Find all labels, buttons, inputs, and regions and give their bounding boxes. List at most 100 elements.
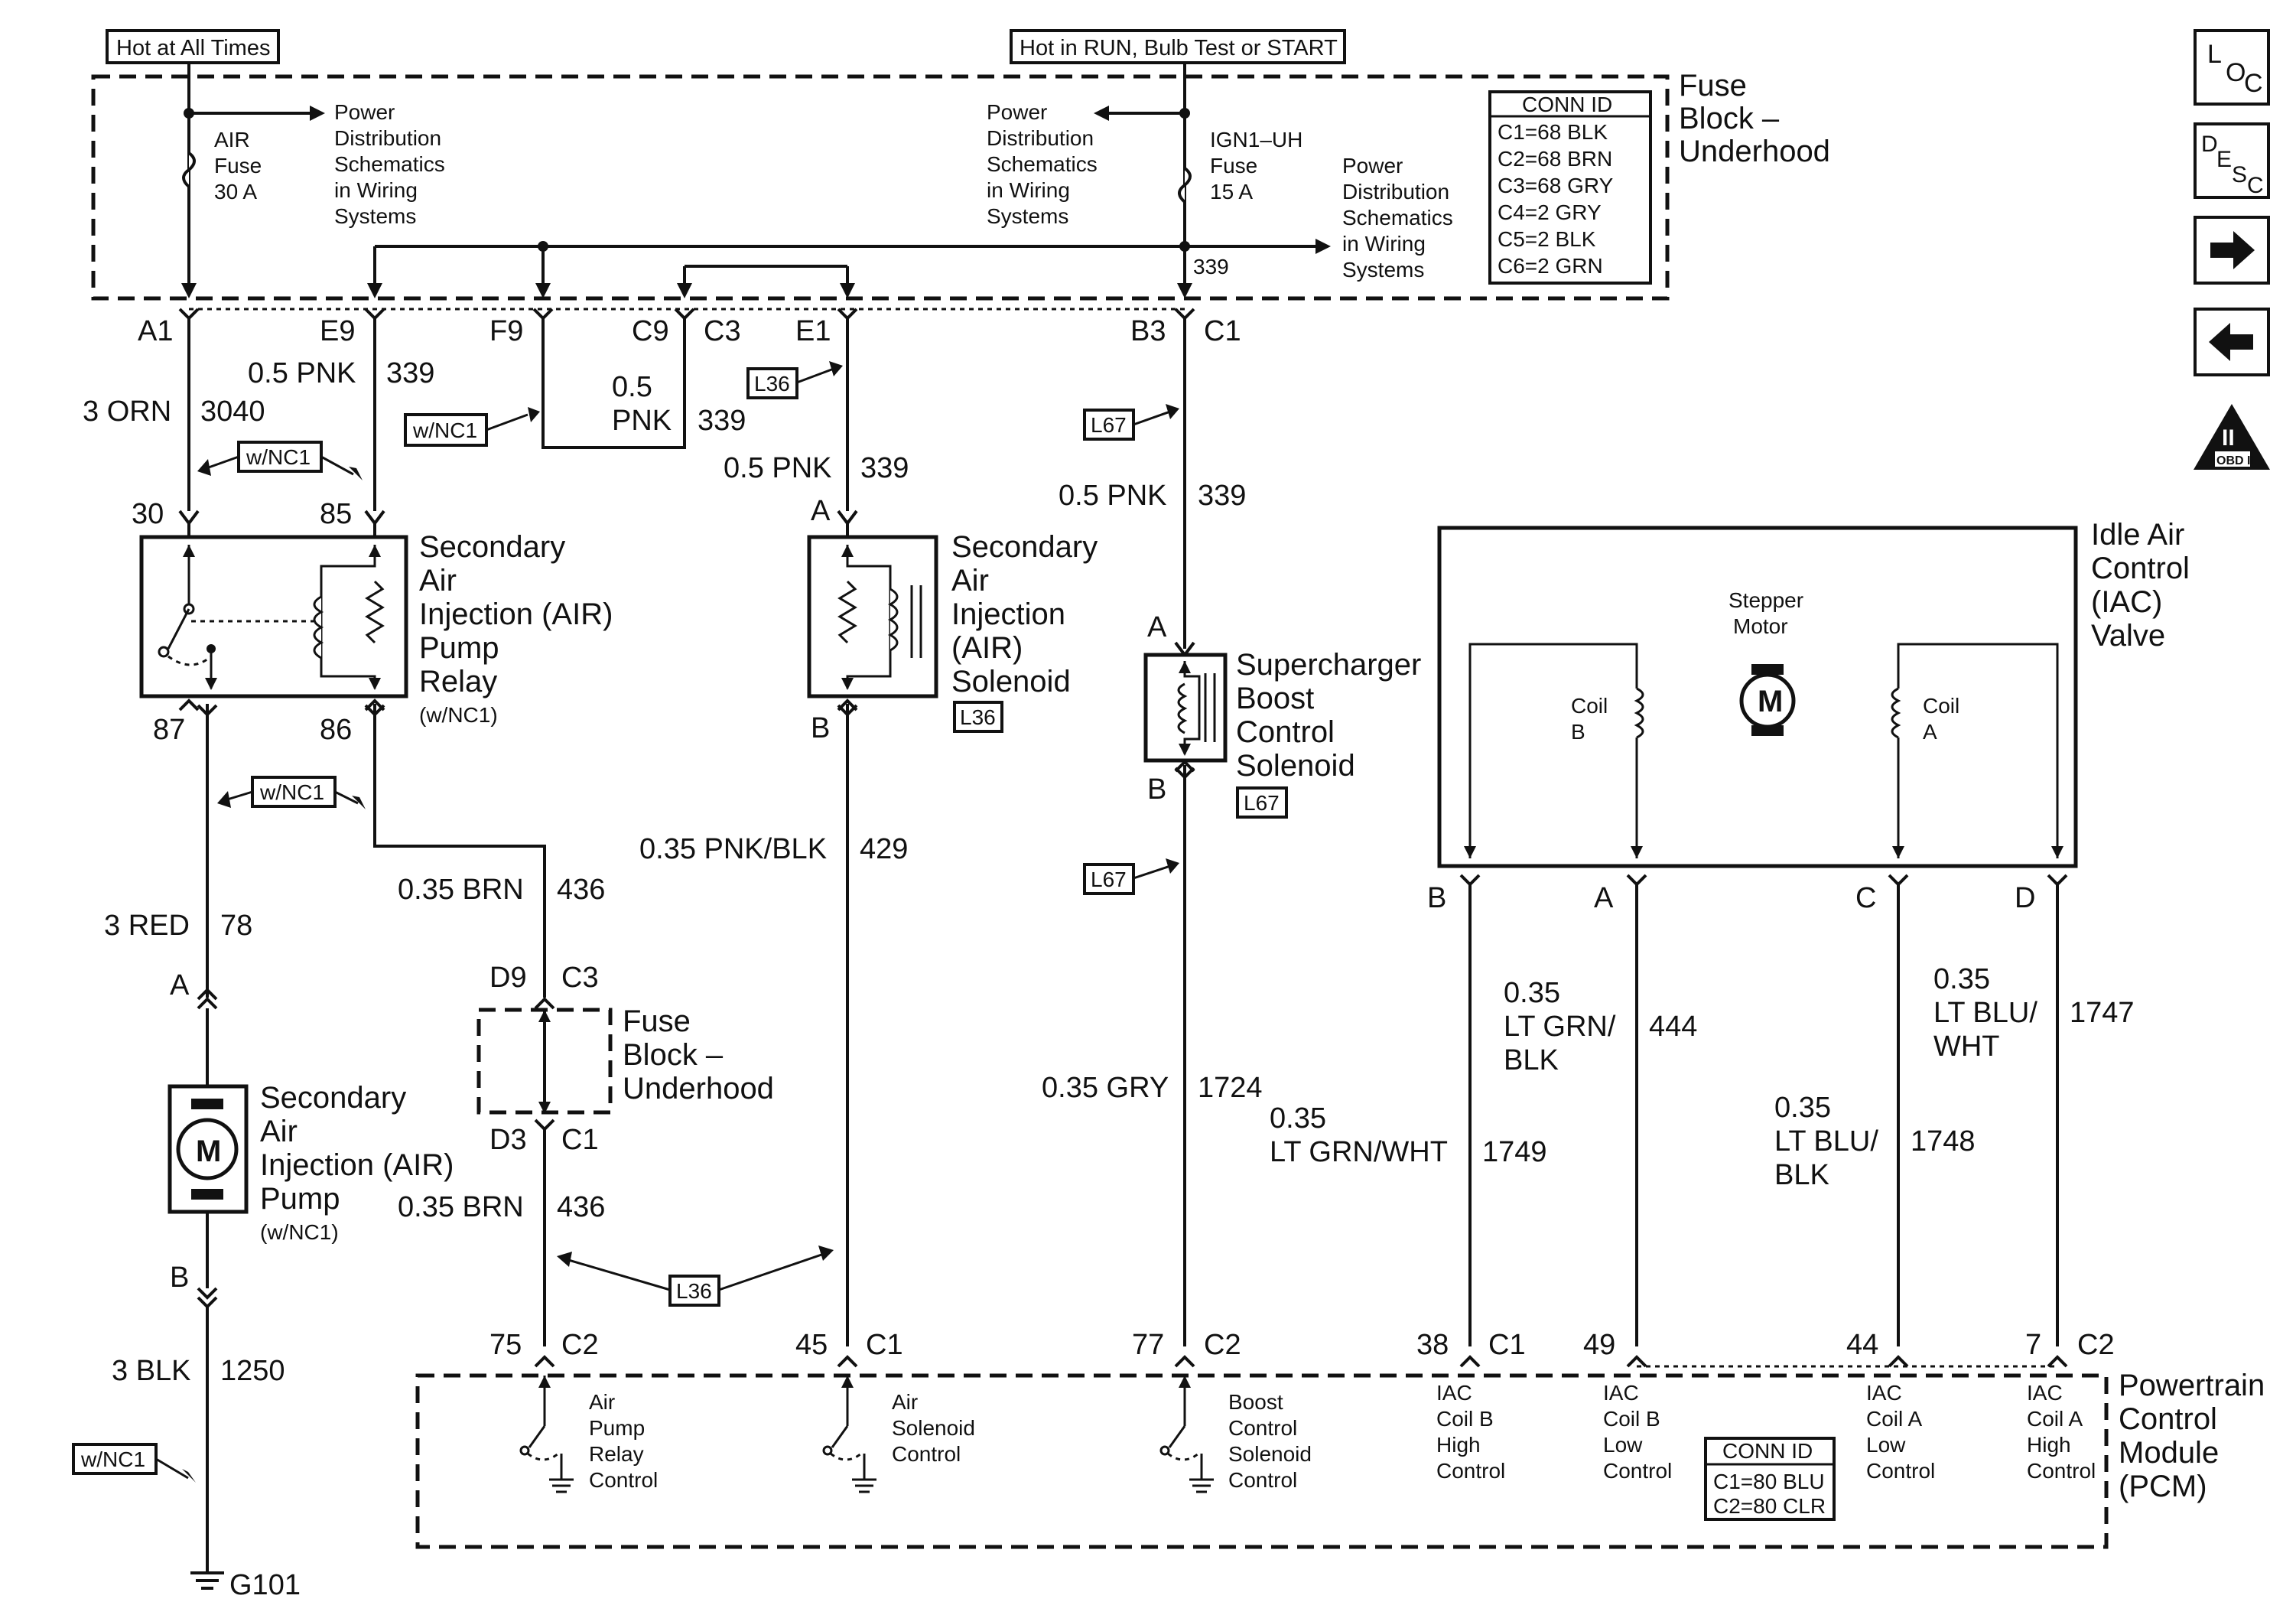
svg-text:C2=68 BRN: C2=68 BRN: [1498, 147, 1612, 171]
svg-text:87: 87: [153, 714, 185, 746]
svg-text:Low: Low: [1866, 1433, 1906, 1457]
svg-text:Supercharger: Supercharger: [1236, 648, 1421, 682]
svg-text:C3: C3: [561, 962, 599, 994]
previous-page-button[interactable]: [2194, 308, 2270, 376]
svg-text:OBD II: OBD II: [2216, 454, 2254, 467]
fuse-block-underhood-outline: [91, 74, 1670, 301]
power-distribution-note-left: Power Distribution Schematics in Wiring …: [334, 100, 445, 228]
svg-text:49: 49: [1583, 1329, 1615, 1361]
desc-button[interactable]: D E S C: [2194, 122, 2270, 199]
arrow-right-icon: [2210, 231, 2255, 269]
svg-text:Fuse: Fuse: [1679, 69, 1747, 103]
wire-label-lt-blu-blk: 0.35 LT BLU/ BLK 1748: [1774, 1092, 1976, 1191]
svg-text:Air: Air: [419, 564, 457, 597]
option-l36-e1: L36: [746, 361, 843, 399]
svg-text:C6=2 GRN: C6=2 GRN: [1498, 254, 1603, 278]
svg-text:Coil A: Coil A: [1866, 1407, 1922, 1431]
svg-text:Control: Control: [1236, 715, 1335, 749]
svg-text:BLK: BLK: [1774, 1159, 1829, 1191]
svg-text:Schematics: Schematics: [1342, 206, 1453, 230]
svg-text:B: B: [170, 1262, 189, 1294]
svg-text:High: High: [1436, 1433, 1481, 1457]
svg-text:w/NC1: w/NC1: [259, 780, 324, 804]
svg-text:Control: Control: [2027, 1459, 2096, 1483]
wire-label-3-orn: 3 ORN 3040: [83, 396, 265, 428]
svg-text:Solenoid: Solenoid: [1228, 1442, 1312, 1466]
svg-text:C3=68 GRY: C3=68 GRY: [1498, 174, 1614, 197]
svg-text:Relay: Relay: [419, 665, 497, 698]
svg-text:L: L: [2207, 40, 2222, 69]
svg-text:D: D: [2015, 882, 2035, 914]
svg-text:B: B: [811, 712, 830, 744]
wire-label-lt-grn-wht: 0.35 LT GRN/WHT 1749: [1270, 1102, 1547, 1168]
svg-text:1747: 1747: [2070, 997, 2135, 1029]
svg-text:D9: D9: [489, 962, 527, 994]
svg-text:in Wiring: in Wiring: [334, 178, 418, 202]
svg-text:A: A: [811, 495, 831, 527]
hot-at-all-times-label: Hot at All Times: [106, 29, 280, 64]
svg-text:Pump: Pump: [589, 1416, 645, 1440]
svg-text:Coil: Coil: [1571, 694, 1608, 718]
wire-label-e1-pnk: 0.5 PNK 339: [724, 452, 909, 484]
svg-text:Injection (AIR): Injection (AIR): [419, 597, 613, 631]
power-distribution-note-right: Power Distribution Schematics in Wiring …: [1342, 154, 1453, 282]
svg-text:0.35 PNK/BLK: 0.35 PNK/BLK: [639, 833, 827, 865]
wire-label-e9-pnk: 0.5 PNK 339: [248, 357, 434, 389]
svg-text:0.5 PNK: 0.5 PNK: [248, 357, 356, 389]
svg-text:Systems: Systems: [1342, 258, 1424, 282]
svg-text:Solenoid: Solenoid: [951, 665, 1071, 698]
svg-text:Stepper: Stepper: [1729, 588, 1803, 612]
svg-text:in Wiring: in Wiring: [1342, 232, 1426, 256]
svg-text:Module: Module: [2119, 1436, 2219, 1470]
svg-text:CONN ID: CONN ID: [1522, 93, 1612, 116]
svg-text:Systems: Systems: [987, 204, 1068, 228]
next-page-button[interactable]: [2194, 216, 2270, 285]
ign-fuse-icon: [1178, 167, 1192, 204]
svg-text:0.35: 0.35: [1504, 977, 1560, 1009]
svg-text:C4=2 GRY: C4=2 GRY: [1498, 200, 1602, 224]
svg-text:Distribution: Distribution: [987, 126, 1094, 150]
svg-text:A: A: [1923, 720, 1937, 744]
svg-text:15 A: 15 A: [1210, 180, 1253, 204]
svg-text:LT GRN/WHT: LT GRN/WHT: [1270, 1136, 1448, 1168]
svg-text:Powertrain: Powertrain: [2119, 1369, 2265, 1402]
svg-text:IAC: IAC: [2027, 1381, 2063, 1405]
svg-text:C5=2 BLK: C5=2 BLK: [1498, 227, 1596, 251]
svg-text:339: 339: [386, 357, 434, 389]
svg-text:Control: Control: [1603, 1459, 1672, 1483]
option-wnc1-87: w/NC1: [217, 776, 366, 809]
svg-text:3 ORN: 3 ORN: [83, 396, 171, 428]
svg-text:Underhood: Underhood: [1679, 135, 1830, 168]
wire-label-3-blk: 3 BLK 1250: [112, 1355, 285, 1387]
option-wnc1-relay: w/NC1: [197, 441, 363, 480]
svg-text:C2=80 CLR: C2=80 CLR: [1713, 1494, 1826, 1518]
svg-text:Power: Power: [987, 100, 1047, 124]
svg-text:(IAC): (IAC): [2091, 585, 2162, 619]
svg-text:44: 44: [1846, 1329, 1878, 1361]
svg-text:D: D: [2201, 132, 2218, 157]
svg-text:Fuse: Fuse: [1210, 154, 1257, 177]
svg-text:C1: C1: [561, 1124, 599, 1156]
svg-text:77: 77: [1132, 1329, 1164, 1361]
supercharger-boost-solenoid: A Supercharger Boost Control Solenoid L6…: [1143, 611, 1421, 819]
pcm-switch-air-pump: Air Pump Relay Control: [519, 1376, 658, 1493]
svg-text:w/NC1: w/NC1: [412, 418, 477, 442]
loc-button[interactable]: L O C: [2194, 29, 2270, 106]
svg-text:436: 436: [557, 874, 605, 906]
hot-at-all-times-text: Hot at All Times: [116, 36, 270, 60]
svg-text:B3: B3: [1130, 315, 1166, 347]
svg-text:1724: 1724: [1198, 1072, 1263, 1104]
svg-text:Secondary: Secondary: [260, 1081, 406, 1115]
wire-label-pnk-blk: 0.35 PNK/BLK 429: [639, 833, 908, 865]
svg-text:L36: L36: [676, 1279, 712, 1303]
svg-text:AIR: AIR: [214, 128, 250, 151]
svg-text:w/NC1: w/NC1: [80, 1447, 145, 1471]
svg-text:(AIR): (AIR): [951, 631, 1023, 665]
fuse-block-underhood-lower: D9 C3 Fuse Block – Underhood D3 C1: [476, 962, 774, 1156]
obd-ii-button[interactable]: II OBD II: [2194, 404, 2270, 470]
svg-text:1749: 1749: [1482, 1136, 1547, 1168]
svg-text:Coil A: Coil A: [2027, 1407, 2083, 1431]
svg-text:Control: Control: [589, 1468, 658, 1492]
hot-in-run-label: Hot in RUN, Bulb Test or START: [1010, 29, 1346, 64]
svg-text:C1: C1: [1488, 1329, 1526, 1361]
